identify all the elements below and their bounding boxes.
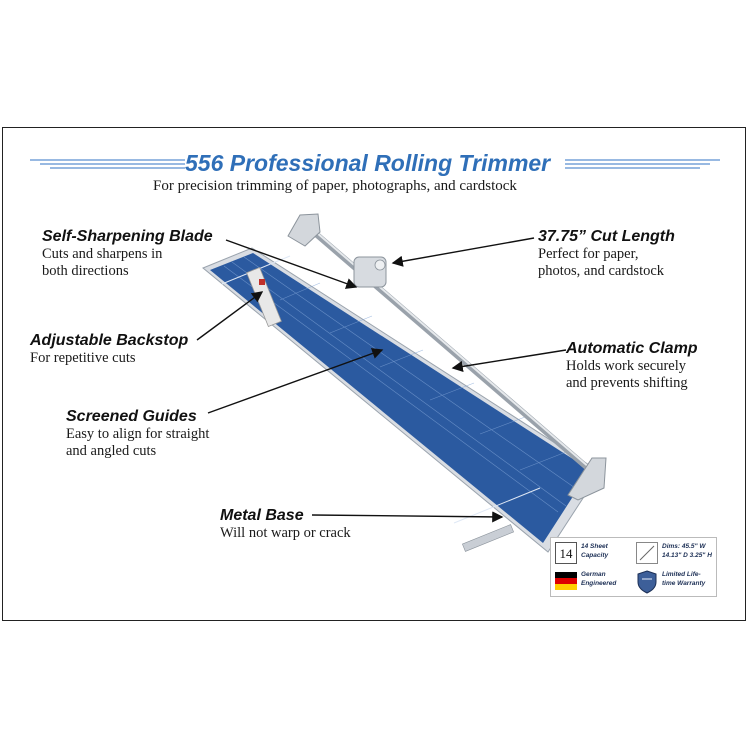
- badge-warranty: Limited Life- time Warranty: [634, 568, 714, 595]
- callout-blade-heading: Self-Sharpening Blade: [42, 228, 213, 245]
- callout-cut-length-line2: photos, and cardstock: [538, 263, 665, 279]
- page-subtitle: For precision trimming of paper, photogr…: [153, 178, 517, 194]
- badge-capacity: 14 14 Sheet Capacity: [553, 540, 633, 567]
- german-flag-icon: [555, 570, 577, 592]
- badge-dims-line2: 14.13" D 3.25" H: [662, 552, 712, 559]
- rail-end-cap-top: [287, 213, 321, 247]
- shield-icon: [636, 570, 658, 594]
- callout-base-heading: Metal Base: [220, 507, 304, 524]
- callout-clamp: Automatic Clamp Holds work securely and …: [566, 340, 698, 392]
- badge-german-line1: German: [581, 571, 606, 578]
- callout-cut-length-line1: Perfect for paper,: [538, 246, 639, 262]
- badge-warranty-line1: Limited Life-: [662, 571, 701, 578]
- rail-end-cap-bottom: [567, 457, 607, 501]
- callout-backstop-line1: For repetitive cuts: [30, 350, 136, 366]
- callout-blade-line1: Cuts and sharpens in: [42, 246, 163, 262]
- blade-carriage: [353, 256, 387, 288]
- callout-clamp-line1: Holds work securely: [566, 358, 687, 374]
- callout-blade: Self-Sharpening Blade Cuts and sharpens …: [42, 228, 213, 280]
- callout-guides-line2: and angled cuts: [66, 443, 157, 459]
- callout-backstop-heading: Adjustable Backstop: [30, 332, 189, 349]
- badge-dims-line1: Dims: 45.5" W: [662, 543, 706, 550]
- badge-capacity-line2: Capacity: [581, 552, 609, 559]
- cutting-rail: [299, 219, 593, 473]
- badge-german-line2: Engineered: [581, 580, 617, 587]
- page-title: 556 Professional Rolling Trimmer: [185, 150, 551, 176]
- callout-clamp-line2: and prevents shifting: [566, 375, 688, 391]
- badge-capacity-number: 14: [559, 546, 573, 561]
- feature-badges: 14 14 Sheet Capacity Dims: 45.5" W 14.13…: [550, 537, 717, 597]
- callout-blade-line2: both directions: [42, 263, 129, 279]
- callout-base-line1: Will not warp or crack: [220, 525, 351, 541]
- callout-cut-length-heading: 37.75” Cut Length: [538, 228, 675, 245]
- badge-warranty-line2: time Warranty: [662, 580, 706, 587]
- callout-guides-heading: Screened Guides: [66, 408, 197, 425]
- dimensions-icon: [636, 542, 658, 564]
- sheet-stack-icon: 14: [555, 542, 577, 564]
- callout-base: Metal Base Will not warp or crack: [220, 507, 351, 542]
- badge-german: German Engineered: [553, 568, 633, 595]
- callout-clamp-heading: Automatic Clamp: [566, 340, 698, 357]
- badge-dimensions: Dims: 45.5" W 14.13" D 3.25" H: [634, 540, 714, 567]
- badge-capacity-line1: 14 Sheet: [581, 543, 608, 550]
- callout-backstop: Adjustable Backstop For repetitive cuts: [30, 332, 188, 367]
- callout-guides-line1: Easy to align for straight: [66, 426, 210, 442]
- callout-cut-length: 37.75” Cut Length Perfect for paper, pho…: [538, 228, 675, 280]
- callout-guides: Screened Guides Easy to align for straig…: [66, 408, 209, 460]
